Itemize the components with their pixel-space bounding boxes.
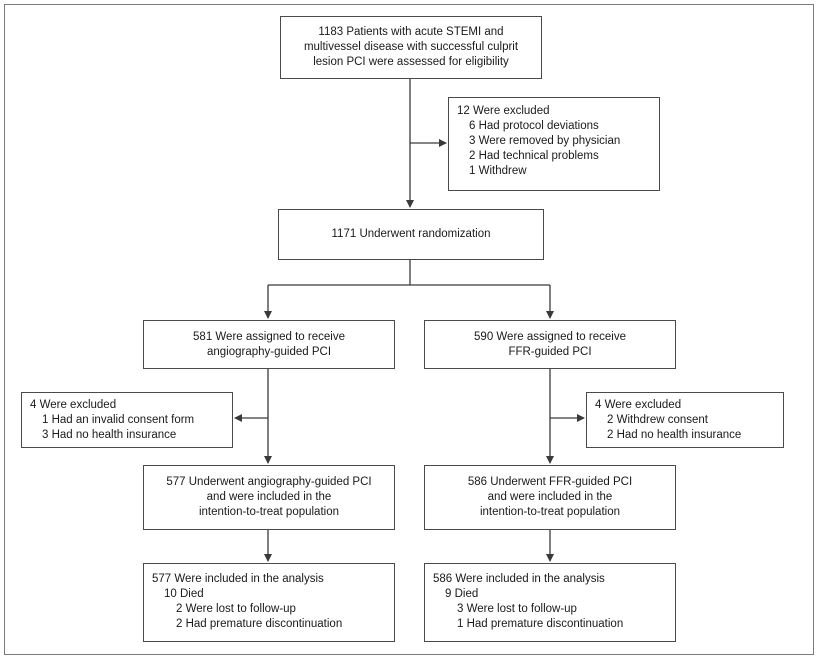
angio-underwent-line-3: intention-to-treat population — [198, 506, 339, 518]
ffr-assigned-line-1: 590 Were assigned to receive — [474, 330, 626, 343]
ffr-analysis-box: 586 Were included in the analysis 9 Died… — [424, 563, 676, 642]
ffr-assigned-box: 590 Were assigned to receive FFR-guided … — [424, 320, 676, 369]
angio-analysis-item: 2 Had premature discontinuation — [176, 618, 343, 630]
ffr-underwent-line-3: intention-to-treat population — [479, 506, 620, 518]
excluded-top-item: 1 Withdrew — [469, 165, 527, 177]
ffr-excluded-item: 2 Had no health insurance — [607, 429, 742, 441]
angio-analysis-died: 10 Died — [164, 588, 204, 600]
excluded-top-title: 12 Were excluded — [457, 105, 550, 117]
ffr-analysis-title: 586 Were included in the analysis — [433, 573, 605, 585]
excluded-top-box: 12 Were excluded 6 Had protocol deviatio… — [448, 97, 660, 191]
angio-underwent-line-1: 577 Underwent angiography-guided PCI — [166, 476, 372, 488]
ffr-analysis-item: 3 Were lost to follow-up — [457, 603, 577, 615]
angio-excluded-title: 4 Were excluded — [30, 399, 117, 411]
ffr-excluded-item: 2 Withdrew consent — [607, 414, 708, 426]
angio-underwent-box: 577 Underwent angiography-guided PCI and… — [143, 465, 395, 530]
excluded-top-item: 6 Had protocol deviations — [469, 120, 599, 132]
ffr-analysis-died: 9 Died — [445, 588, 479, 600]
angio-excluded-item: 3 Had no health insurance — [42, 429, 177, 441]
ffr-underwent-line-2: and were included in the — [487, 491, 613, 503]
assessed-line-3: lesion PCI were assessed for eligibility — [313, 56, 509, 68]
angio-excluded-item: 1 Had an invalid consent form — [42, 414, 195, 426]
ffr-excluded-box: 4 Were excluded 2 Withdrew consent 2 Had… — [586, 392, 784, 448]
assessed-line-2: multivessel disease with successful culp… — [303, 41, 519, 53]
ffr-analysis-item: 1 Had premature discontinuation — [457, 618, 624, 630]
randomization-label: 1171 Underwent randomization — [331, 228, 491, 240]
assessed-box: 1183 Patients with acute STEMI and multi… — [280, 16, 542, 79]
randomization-box: 1171 Underwent randomization — [278, 209, 544, 260]
angio-underwent-line-2: and were included in the — [206, 491, 332, 503]
ffr-underwent-box: 586 Underwent FFR-guided PCI and were in… — [424, 465, 676, 530]
ffr-excluded-title: 4 Were excluded — [595, 399, 682, 411]
ffr-underwent-line-1: 586 Underwent FFR-guided PCI — [467, 476, 633, 488]
angio-assigned-line-1: 581 Were assigned to receive — [193, 330, 345, 343]
angio-analysis-item: 2 Were lost to follow-up — [176, 603, 296, 615]
assessed-line-1: 1183 Patients with acute STEMI and — [318, 26, 504, 38]
diagram-frame — [4, 4, 814, 655]
ffr-assigned-line-2: FFR-guided PCI — [508, 345, 592, 358]
angio-assigned-box: 581 Were assigned to receive angiography… — [143, 320, 395, 369]
angio-analysis-title: 577 Were included in the analysis — [152, 573, 324, 585]
angio-analysis-box: 577 Were included in the analysis 10 Die… — [143, 563, 395, 642]
excluded-top-item: 2 Had technical problems — [469, 150, 599, 162]
excluded-top-item: 3 Were removed by physician — [469, 135, 621, 147]
angio-excluded-box: 4 Were excluded 1 Had an invalid consent… — [21, 392, 233, 448]
angio-assigned-line-2: angiography-guided PCI — [206, 345, 332, 358]
